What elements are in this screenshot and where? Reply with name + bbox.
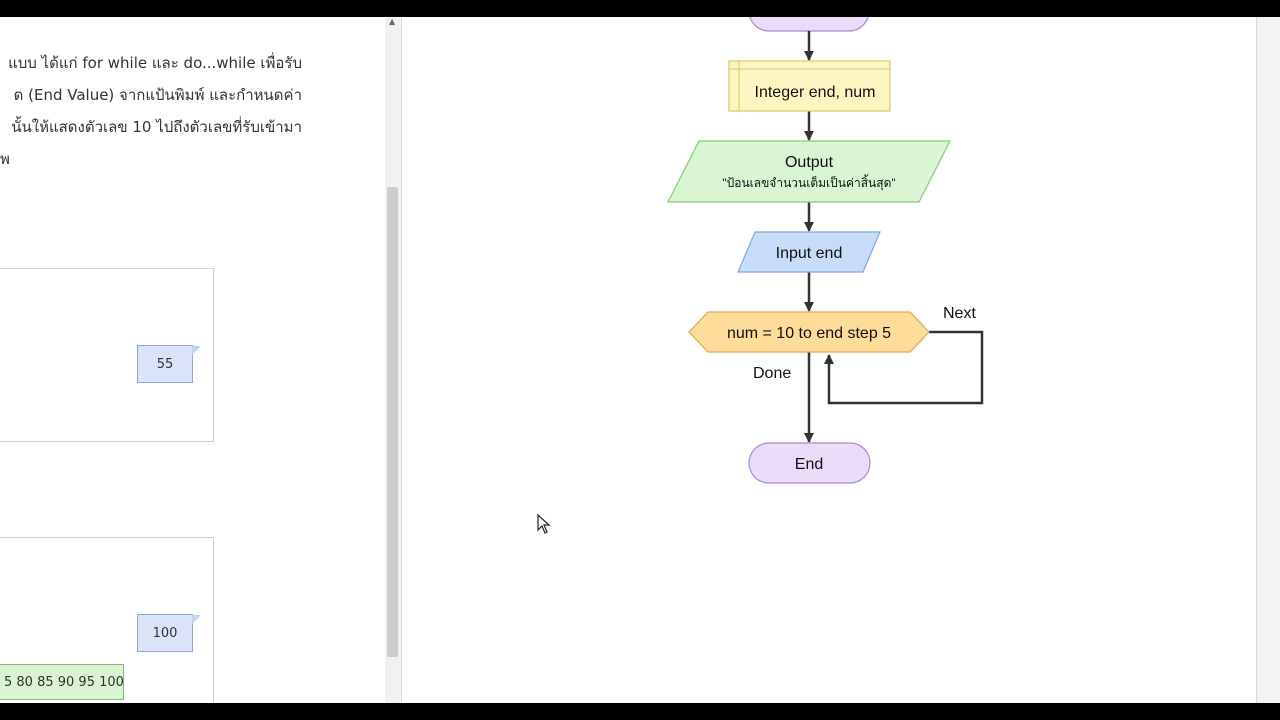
loop-block[interactable]: num = 10 to end step 5 bbox=[688, 311, 930, 353]
example-output-box: 100 5 80 85 90 95 100 bbox=[0, 537, 214, 703]
loop-back-arrow bbox=[824, 330, 984, 405]
output-text: "ป้อนเลขจำนวนเต็มเป็นค่าสิ้นสุด" bbox=[722, 174, 895, 191]
input-block[interactable]: Input end bbox=[737, 231, 881, 273]
document-line: แบบ ได้แก่ for while และ do...while เพื่… bbox=[8, 54, 302, 72]
scroll-up-arrow-icon[interactable]: ▲ bbox=[389, 17, 396, 26]
loop-text: num = 10 to end step 5 bbox=[727, 325, 891, 342]
document-pane: แบบ ได้แก่ for while และ do...while เพื่… bbox=[0, 17, 385, 703]
document-line: พ bbox=[0, 150, 10, 168]
output-block[interactable]: Output "ป้อนเลขจำนวนเต็มเป็นค่าสิ้นสุด" bbox=[667, 140, 951, 203]
next-label: Next bbox=[943, 305, 976, 322]
screen: แบบ ได้แก่ for while และ do...while เพื่… bbox=[0, 17, 1280, 703]
vertical-scrollbar[interactable]: ▲ bbox=[385, 17, 402, 703]
start-terminal[interactable] bbox=[749, 17, 869, 32]
document-text: แบบ ได้แก่ for while และ do...while เพื่… bbox=[0, 47, 302, 175]
document-line: ด (End Value) จากแป้นพิมพ์ และกำหนดค่า bbox=[13, 86, 302, 104]
right-panel-edge bbox=[1256, 17, 1280, 703]
scrollbar-thumb[interactable] bbox=[387, 187, 398, 657]
input-callout: 100 bbox=[137, 614, 201, 652]
input-text: Input end bbox=[776, 245, 843, 262]
mouse-pointer-icon bbox=[537, 514, 551, 534]
declare-block[interactable]: Integer end, num bbox=[728, 60, 891, 112]
output-strip: 5 80 85 90 95 100 bbox=[0, 664, 124, 700]
flowchart-canvas: Integer end, num Output "ป้อนเลขจำนวนเต็… bbox=[402, 17, 1258, 703]
end-text: End bbox=[795, 456, 823, 473]
declare-text: Integer end, num bbox=[755, 84, 876, 101]
end-terminal[interactable]: End bbox=[748, 442, 871, 484]
done-label: Done bbox=[753, 365, 791, 382]
input-callout: 55 bbox=[137, 345, 201, 383]
document-line: นั้นให้แสดงตัวเลข 10 ไปถึงตัวเลขที่รับเข… bbox=[11, 118, 302, 136]
output-title: Output bbox=[785, 154, 834, 171]
example-output-box: 55 bbox=[0, 268, 214, 442]
flowchart: Integer end, num Output "ป้อนเลขจำนวนเต็… bbox=[667, 17, 984, 484]
